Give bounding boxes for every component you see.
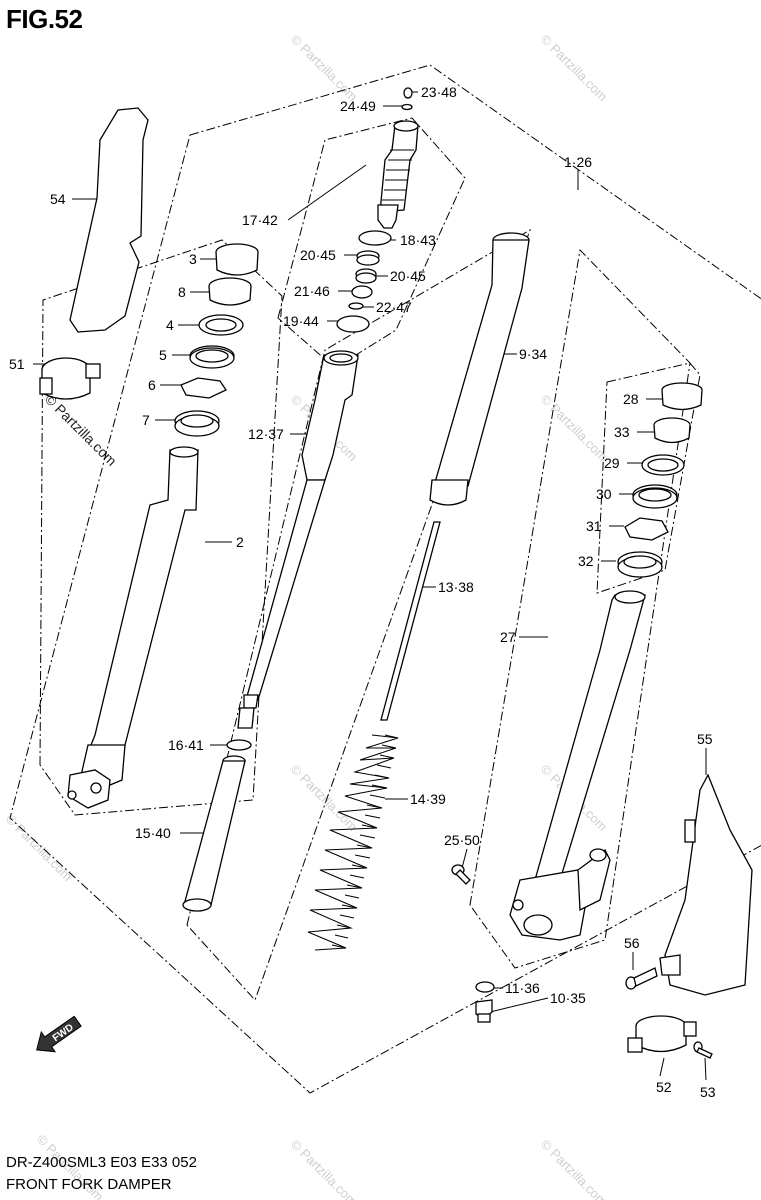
callout-label: 32 xyxy=(578,553,594,569)
callout-label: 6 xyxy=(148,377,156,393)
callout-label: 14·39 xyxy=(410,791,446,807)
callout-label: 53 xyxy=(700,1084,716,1100)
callout-label: 1·26 xyxy=(564,154,592,170)
callout-label: 13·38 xyxy=(438,579,474,595)
bottom-bolt xyxy=(475,999,493,1023)
callout-label: 24·49 xyxy=(340,98,376,114)
outline-damper xyxy=(186,228,531,1001)
outline-right-inner xyxy=(469,248,691,969)
callout-label: 4 xyxy=(166,317,174,333)
fork-clamp-left xyxy=(39,357,101,400)
callout-label: 30 xyxy=(596,486,612,502)
callout-label: 20·45 xyxy=(390,268,426,284)
callout-label: 10·35 xyxy=(550,990,586,1006)
callout-label: 33 xyxy=(614,424,630,440)
callout-label: 28 xyxy=(623,391,639,407)
right-seal-stack xyxy=(617,382,703,578)
outer-tube-left xyxy=(67,446,199,809)
group-outlines xyxy=(9,64,761,1094)
damper-cartridge-top xyxy=(377,120,419,229)
fwd-arrow: FWD xyxy=(36,1015,82,1053)
guard-bolt xyxy=(625,967,658,990)
callout-label: 18·43 xyxy=(400,232,436,248)
watermark: © Partzilla.com xyxy=(288,1137,361,1200)
outer-tube-right xyxy=(509,590,646,941)
callout-label: 8 xyxy=(178,284,186,300)
lower-cylinder xyxy=(182,755,246,912)
outline-right-seals xyxy=(596,362,701,594)
bottom-ring xyxy=(475,981,495,993)
watermark: © Partzilla.com xyxy=(288,32,361,105)
left-seal-stack xyxy=(174,243,259,437)
cartridge-rings xyxy=(336,230,392,333)
spring-guide-rod xyxy=(380,521,441,721)
watermark: © Partzilla.com xyxy=(538,1137,611,1200)
callout-label: 5 xyxy=(159,347,167,363)
fork-clamp-right xyxy=(627,1015,697,1053)
callout-label: 25·50 xyxy=(444,832,480,848)
callout-label: 3 xyxy=(189,251,197,267)
callout-label: 27 xyxy=(500,629,516,645)
callout-label: 2 xyxy=(236,534,244,550)
callout-label: 17·42 xyxy=(242,212,278,228)
callout-labels: 54 51 3 8 4 5 6 7 2 24·49 23·48 17·42 18… xyxy=(9,84,716,1100)
callout-label: 21·46 xyxy=(294,283,330,299)
figure-name: FRONT FORK DAMPER xyxy=(6,1176,172,1193)
parts: FWD xyxy=(36,87,753,1059)
callout-label: 54 xyxy=(50,191,66,207)
fork-spring xyxy=(307,734,399,951)
callout-label: 51 xyxy=(9,356,25,372)
fork-guard-left xyxy=(69,107,149,333)
fork-guard-right xyxy=(664,773,753,996)
callout-label: 52 xyxy=(656,1079,672,1095)
adjuster-screw xyxy=(401,87,413,111)
clamp-screw xyxy=(693,1041,713,1059)
callout-label: 29 xyxy=(604,455,620,471)
callout-label: 7 xyxy=(142,412,150,428)
outline-left-outer-tube xyxy=(39,239,283,816)
callout-label: 23·48 xyxy=(421,84,457,100)
callout-label: 55 xyxy=(697,731,713,747)
watermark: © Partzilla.com xyxy=(538,392,611,465)
callout-label: 19·44 xyxy=(283,313,319,329)
callout-label: 56 xyxy=(624,935,640,951)
watermark: © Partzilla.com xyxy=(538,32,611,105)
callout-label: 22·47 xyxy=(376,299,412,315)
axle-bolt xyxy=(451,864,471,885)
callout-label: 9·34 xyxy=(519,346,547,362)
callout-label: 11·36 xyxy=(505,980,540,996)
outline-17-42 xyxy=(277,117,466,369)
callout-label: 20·45 xyxy=(300,247,336,263)
damper-rod xyxy=(237,350,359,729)
callout-label: 31 xyxy=(586,518,602,534)
watermark: © Partzilla.com xyxy=(3,812,76,885)
figure-code: DR-Z400SML3 E03 E33 052 xyxy=(6,1154,197,1171)
watermark-overlay: © Partzilla.com xyxy=(42,391,120,469)
figure-title: FIG.52 xyxy=(6,4,83,34)
inner-tube xyxy=(429,232,530,506)
outline-1-26 xyxy=(9,64,761,1094)
rod-ring xyxy=(226,739,252,751)
callout-label: 16·41 xyxy=(168,737,204,753)
callout-label: 15·40 xyxy=(135,825,171,841)
callout-label: 12·37 xyxy=(248,426,284,442)
